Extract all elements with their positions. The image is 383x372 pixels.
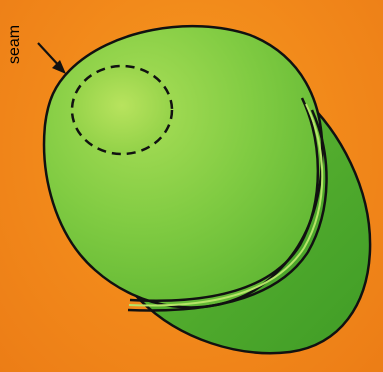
- dashed-seam-circle: [72, 66, 172, 154]
- capsule-cap: [44, 26, 322, 307]
- seam-label: seam: [4, 4, 26, 64]
- arrow-icon: [38, 43, 66, 74]
